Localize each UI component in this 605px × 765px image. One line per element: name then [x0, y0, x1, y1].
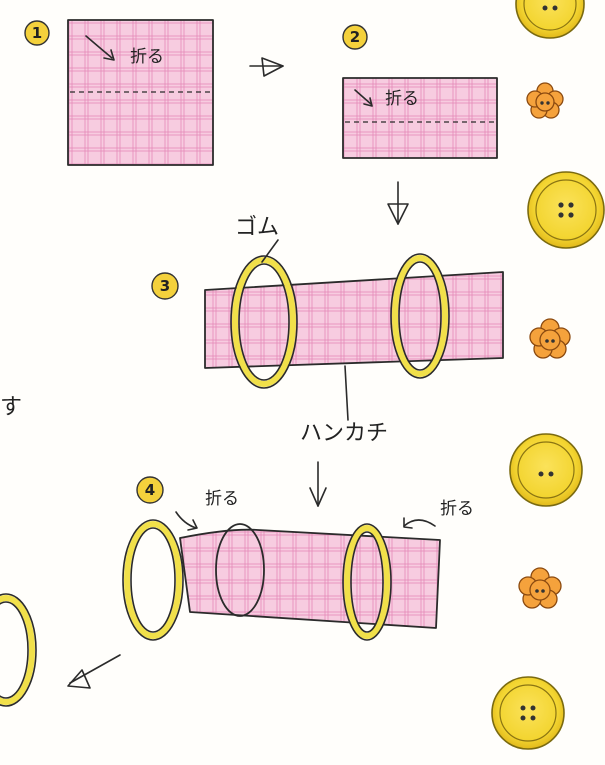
orange-flower-button — [519, 568, 561, 608]
yellow-button — [516, 0, 584, 38]
step-4-number: 4 — [145, 481, 155, 499]
elastic-ring-partial — [0, 594, 36, 706]
elastic-ring-step4-left — [123, 520, 183, 640]
step-1-label: 折る — [130, 47, 164, 67]
yellow-button — [528, 172, 604, 248]
step-1: 1 折る — [25, 20, 213, 165]
arrow-down-icon — [388, 182, 408, 224]
arrow-left-icon — [68, 655, 120, 688]
step-4-left-fold-label: 折る — [205, 489, 239, 509]
step-3: 3 ゴム ハンカチ — [152, 215, 503, 446]
step-3-number: 3 — [160, 277, 170, 295]
step-2: 2 折る — [343, 25, 497, 158]
edge-text-fragment: す — [0, 395, 22, 420]
handkerchief-label: ハンカチ — [300, 421, 388, 446]
arrow-right-icon — [250, 58, 283, 76]
step-1-number: 1 — [32, 24, 42, 42]
yellow-button — [510, 434, 582, 506]
orange-flower-button — [527, 83, 563, 118]
elastic-label: ゴム — [235, 215, 279, 240]
step-2-number: 2 — [350, 28, 360, 46]
step-4-right-fold-label: 折る — [440, 499, 474, 519]
step-2-label: 折る — [385, 89, 419, 109]
orange-flower-button — [530, 319, 570, 358]
fold-arrow-right — [404, 520, 435, 526]
step-4: 4 折る 折る — [123, 477, 474, 640]
handkerchief-leader-line — [345, 366, 348, 420]
yellow-button — [492, 677, 564, 749]
arrow-down-icon — [310, 462, 326, 506]
